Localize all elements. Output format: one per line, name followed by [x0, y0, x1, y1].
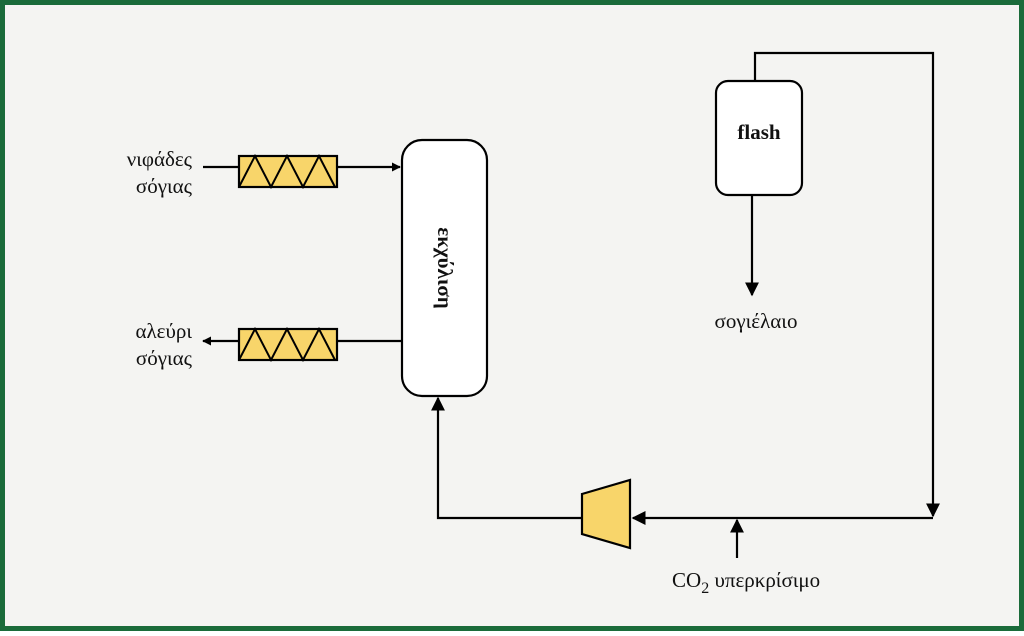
co2-text: CO	[672, 568, 701, 592]
co2-supercritical-label: CO2 υπερκρίσιμο	[672, 568, 820, 597]
flash-label: flash	[737, 120, 781, 144]
diagram-canvas: νιφάδες σόγιας αλεύρι σόγιας εκχύλιση fl…	[127, 51, 940, 597]
soybean-oil-label: σογιέλαιο	[715, 309, 798, 333]
soy-flakes-label-line2: σόγιας	[136, 174, 193, 198]
compressor	[580, 478, 632, 550]
soy-meal-label-line1: αλεύρι	[135, 319, 192, 343]
co2-recycle-line	[753, 51, 940, 518]
compressor-to-extractor-arrow	[431, 396, 582, 520]
input-screw-conveyor	[237, 153, 339, 190]
co2-supercritical-text: υπερκρίσιμο	[709, 568, 820, 592]
soy-flakes-label-line1: νιφάδες	[127, 147, 193, 171]
extractor-label: εκχύλιση	[433, 227, 457, 308]
extractor-vessel	[400, 138, 489, 398]
flash-vessel	[714, 79, 804, 197]
soy-meal-label-line2: σόγιας	[136, 346, 193, 370]
co2-subscript: 2	[701, 580, 709, 597]
output-screw-conveyor	[237, 326, 339, 363]
